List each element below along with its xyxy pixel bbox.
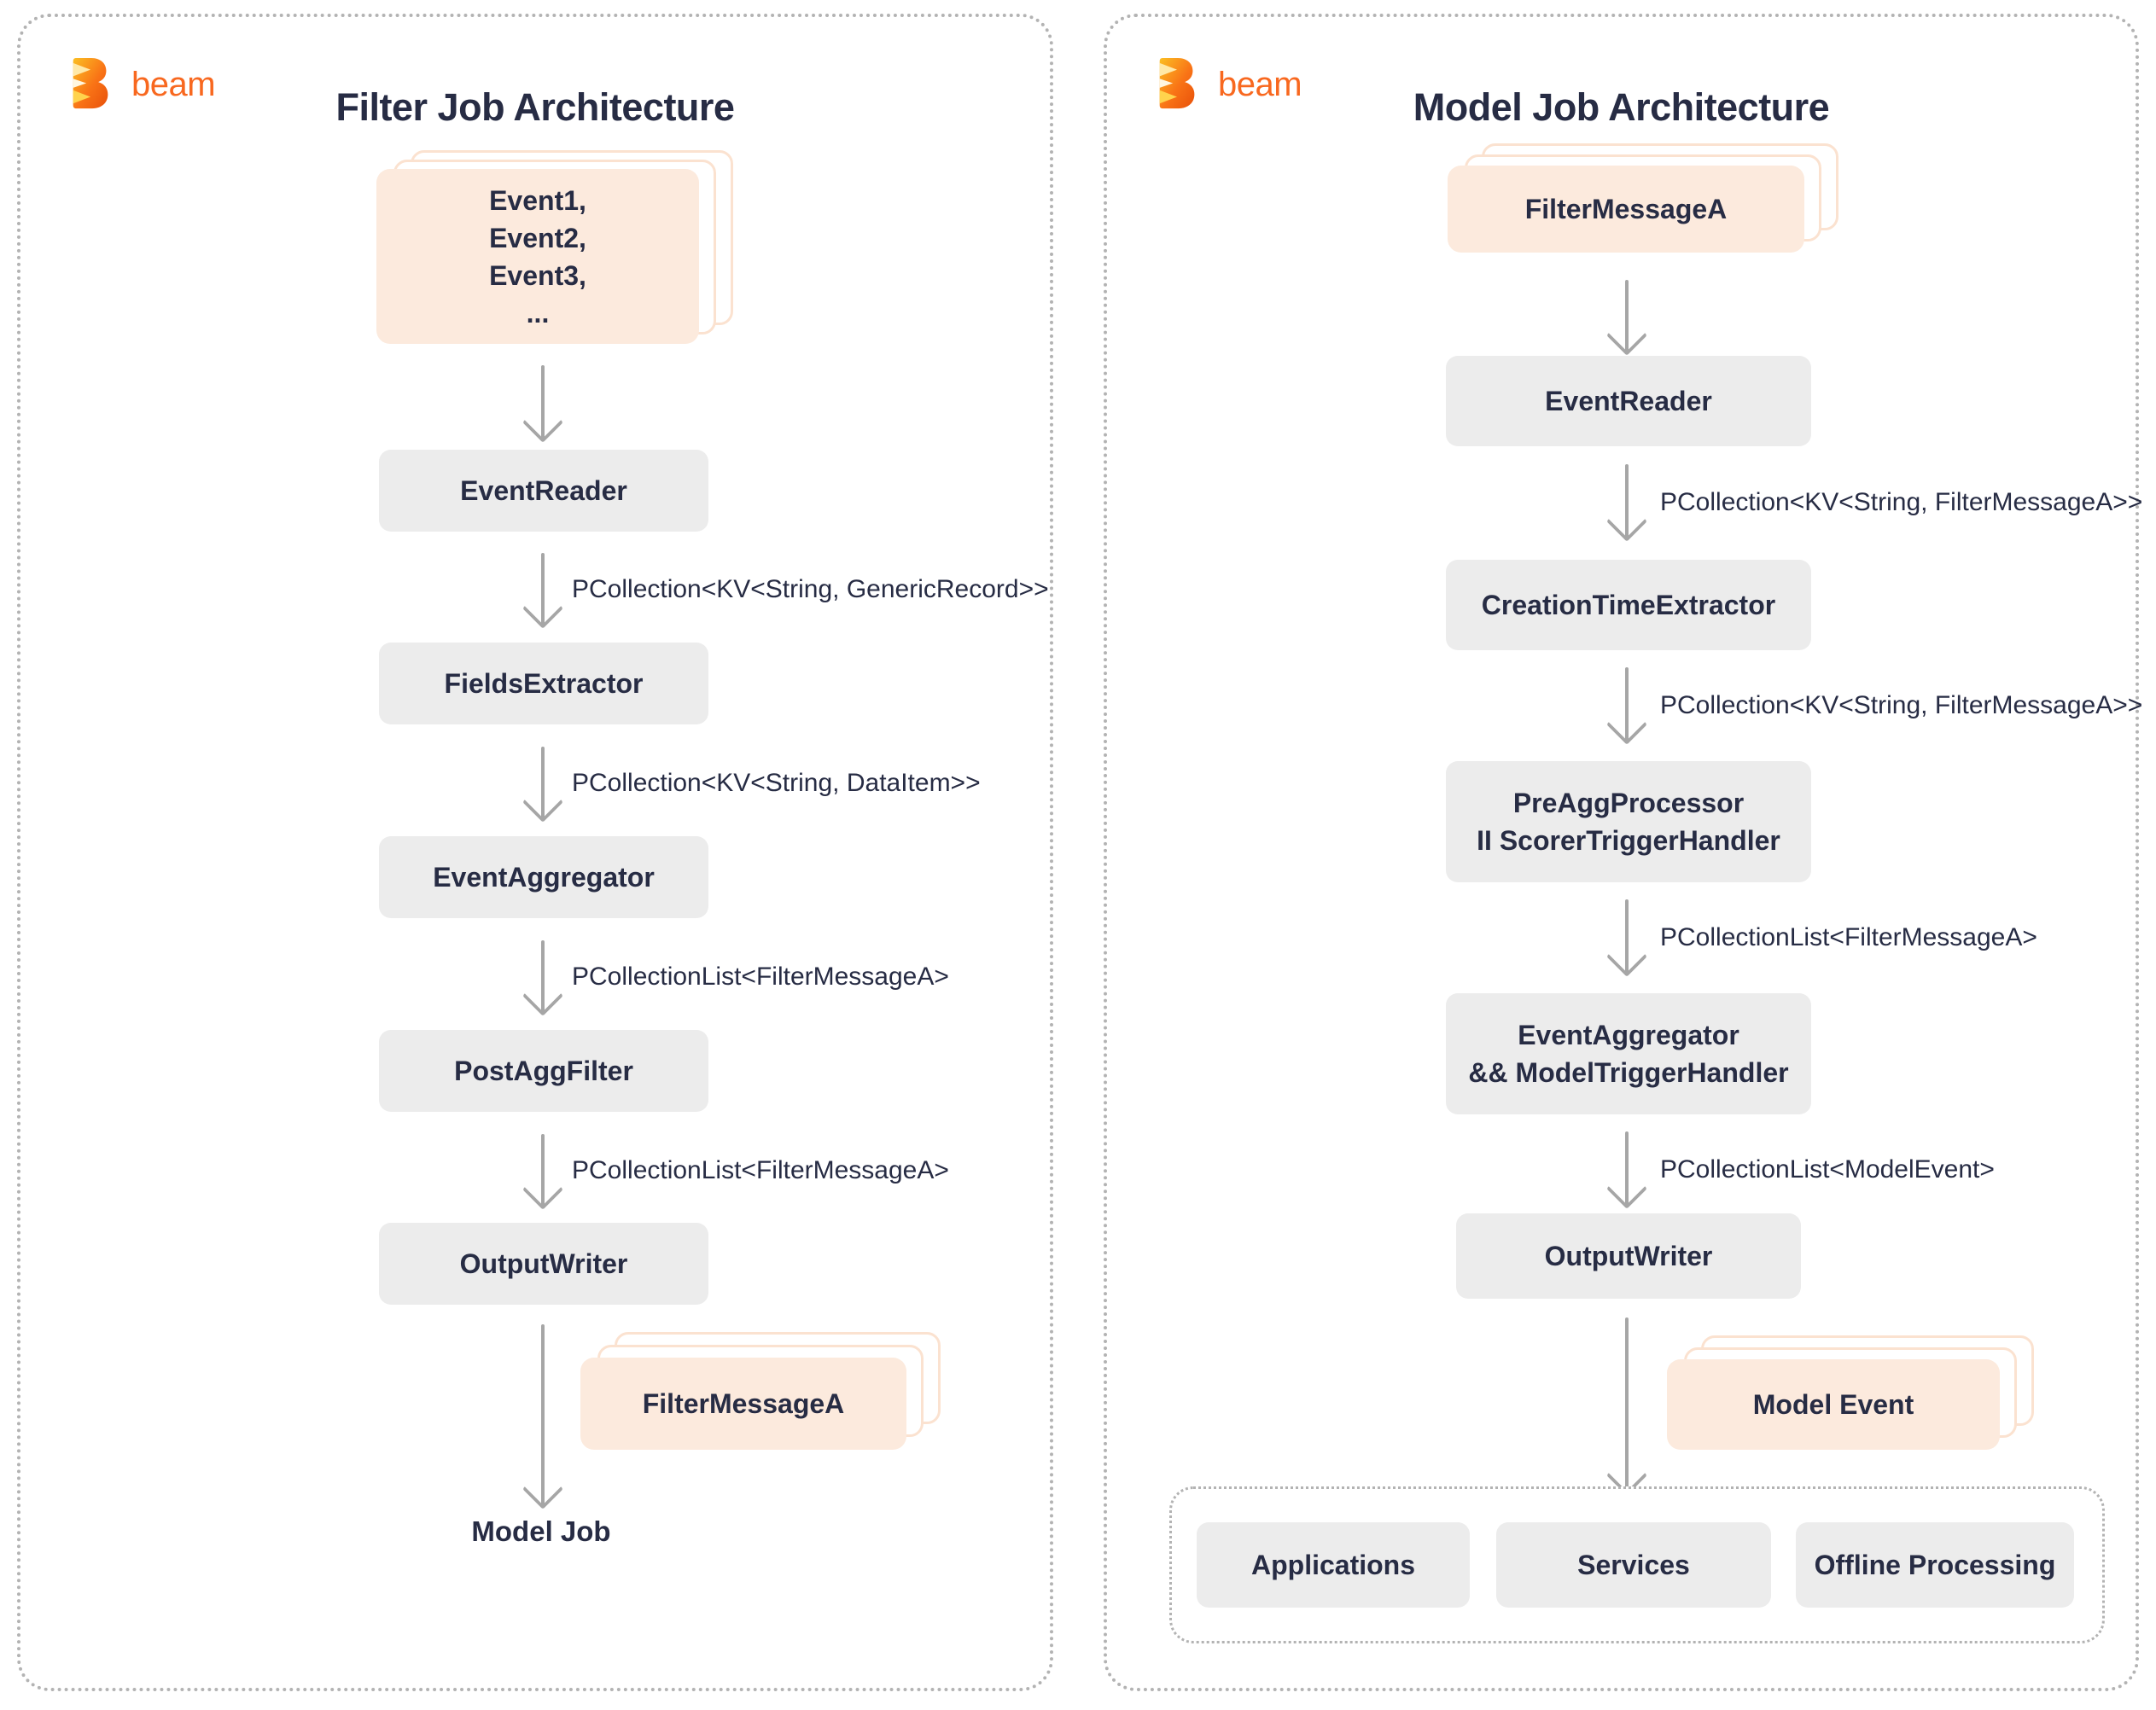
node-outputwriter: OutputWriter — [1456, 1213, 1801, 1299]
flow-arrow — [541, 1134, 545, 1207]
input-events-stack: Event1, Event2, Event3, ... — [376, 150, 735, 345]
panel-title-filter-job: Filter Job Architecture — [335, 85, 735, 129]
node-eventaggregator: EventAggregator && ModelTriggerHandler — [1446, 993, 1811, 1114]
node-creationtimeextractor: CreationTimeExtractor — [1446, 560, 1811, 650]
input-message-stack: FilterMessageA — [1448, 143, 1840, 254]
node-label-line: && ModelTriggerHandler — [1468, 1057, 1789, 1088]
edge-label: PCollection<KV<String, FilterMessageA>> — [1660, 691, 2143, 719]
input-events-card: Event1, Event2, Event3, ... — [376, 169, 699, 344]
edge-label: PCollection<KV<String, GenericRecord>> — [572, 575, 1049, 603]
flow-arrow — [1625, 1317, 1629, 1493]
node-label: Services — [1577, 1550, 1690, 1580]
beam-wordmark: beam — [1218, 65, 1302, 103]
node-label-line: PreAggProcessor — [1512, 788, 1745, 818]
input-message-card: FilterMessageA — [1448, 166, 1804, 253]
node-fieldsextractor: FieldsExtractor — [379, 643, 708, 724]
flow-arrow — [541, 1324, 545, 1507]
node-label: OutputWriter — [459, 1248, 628, 1279]
node-outputwriter: OutputWriter — [379, 1223, 708, 1305]
event-line: Event2, — [489, 222, 586, 253]
edge-label: PCollectionList<FilterMessageA> — [572, 1156, 949, 1184]
beam-wordmark: beam — [131, 65, 216, 103]
node-label-line: II ScorerTriggerHandler — [1477, 825, 1780, 856]
edge-label: PCollection<KV<String, DataItem>> — [572, 769, 981, 797]
node-eventaggregator: EventAggregator — [379, 836, 708, 918]
node-label-line: EventAggregator — [1518, 1020, 1739, 1050]
flow-arrow — [1625, 464, 1629, 539]
node-postaggfilter: PostAggFilter — [379, 1030, 708, 1112]
node-label: CreationTimeExtractor — [1481, 590, 1776, 620]
edge-label: PCollectionList<ModelEvent> — [1660, 1155, 1995, 1184]
output-model-event-card: Model Event — [1667, 1359, 2000, 1450]
edge-label: PCollectionList<FilterMessageA> — [1660, 923, 2037, 951]
node-label: FieldsExtractor — [444, 668, 644, 699]
node-label: EventReader — [1545, 386, 1712, 416]
flow-arrow — [541, 747, 545, 820]
node-label: OutputWriter — [1544, 1241, 1713, 1271]
node-label: PostAggFilter — [454, 1056, 633, 1086]
flow-arrow — [541, 940, 545, 1014]
node-services: Services — [1496, 1522, 1771, 1608]
beam-logo-icon — [73, 58, 108, 109]
edge-label: PCollectionList<FilterMessageA> — [572, 963, 949, 991]
output-message-stack: FilterMessageA — [580, 1332, 942, 1457]
node-label: Applications — [1250, 1550, 1415, 1580]
beam-brand: beam — [65, 56, 216, 113]
event-line: Event1, — [489, 184, 586, 216]
edge-label: PCollection<KV<String, FilterMessageA>> — [1660, 488, 2143, 516]
event-line: Event3, — [489, 259, 586, 291]
flow-arrow — [541, 365, 545, 440]
flow-arrow — [1625, 899, 1629, 974]
node-eventreader: EventReader — [379, 450, 708, 532]
panel-title-model-job: Model Job Architecture — [1413, 85, 1830, 129]
output-message-card: FilterMessageA — [580, 1358, 906, 1450]
beam-brand: beam — [1151, 56, 1302, 113]
node-label: EventAggregator — [433, 862, 655, 893]
node-eventreader: EventReader — [1446, 356, 1811, 446]
model-job-sink-label: Model Job — [471, 1515, 611, 1547]
flow-arrow — [541, 553, 545, 626]
flow-arrow — [1625, 1131, 1629, 1207]
flow-arrow — [1625, 280, 1629, 353]
card-label: FilterMessageA — [642, 1388, 845, 1419]
card-label: FilterMessageA — [1524, 194, 1728, 224]
output-model-event-stack: Model Event — [1667, 1335, 2036, 1455]
flow-arrow — [1625, 667, 1629, 742]
node-offline-processing: Offline Processing — [1796, 1522, 2074, 1608]
card-label: Model Event — [1752, 1389, 1914, 1420]
node-applications: Applications — [1197, 1522, 1470, 1608]
node-label: EventReader — [460, 475, 627, 506]
node-preaggprocessor: PreAggProcessor II ScorerTriggerHandler — [1446, 761, 1811, 882]
beam-logo-icon — [1159, 58, 1195, 109]
event-line: ... — [526, 297, 550, 329]
node-label: Offline Processing — [1814, 1550, 2056, 1580]
model-job-panel: beam Model Job Architecture FilterMessag… — [1104, 14, 2143, 1691]
filter-job-panel: beam Filter Job Architecture Event1, Eve… — [17, 14, 1053, 1691]
